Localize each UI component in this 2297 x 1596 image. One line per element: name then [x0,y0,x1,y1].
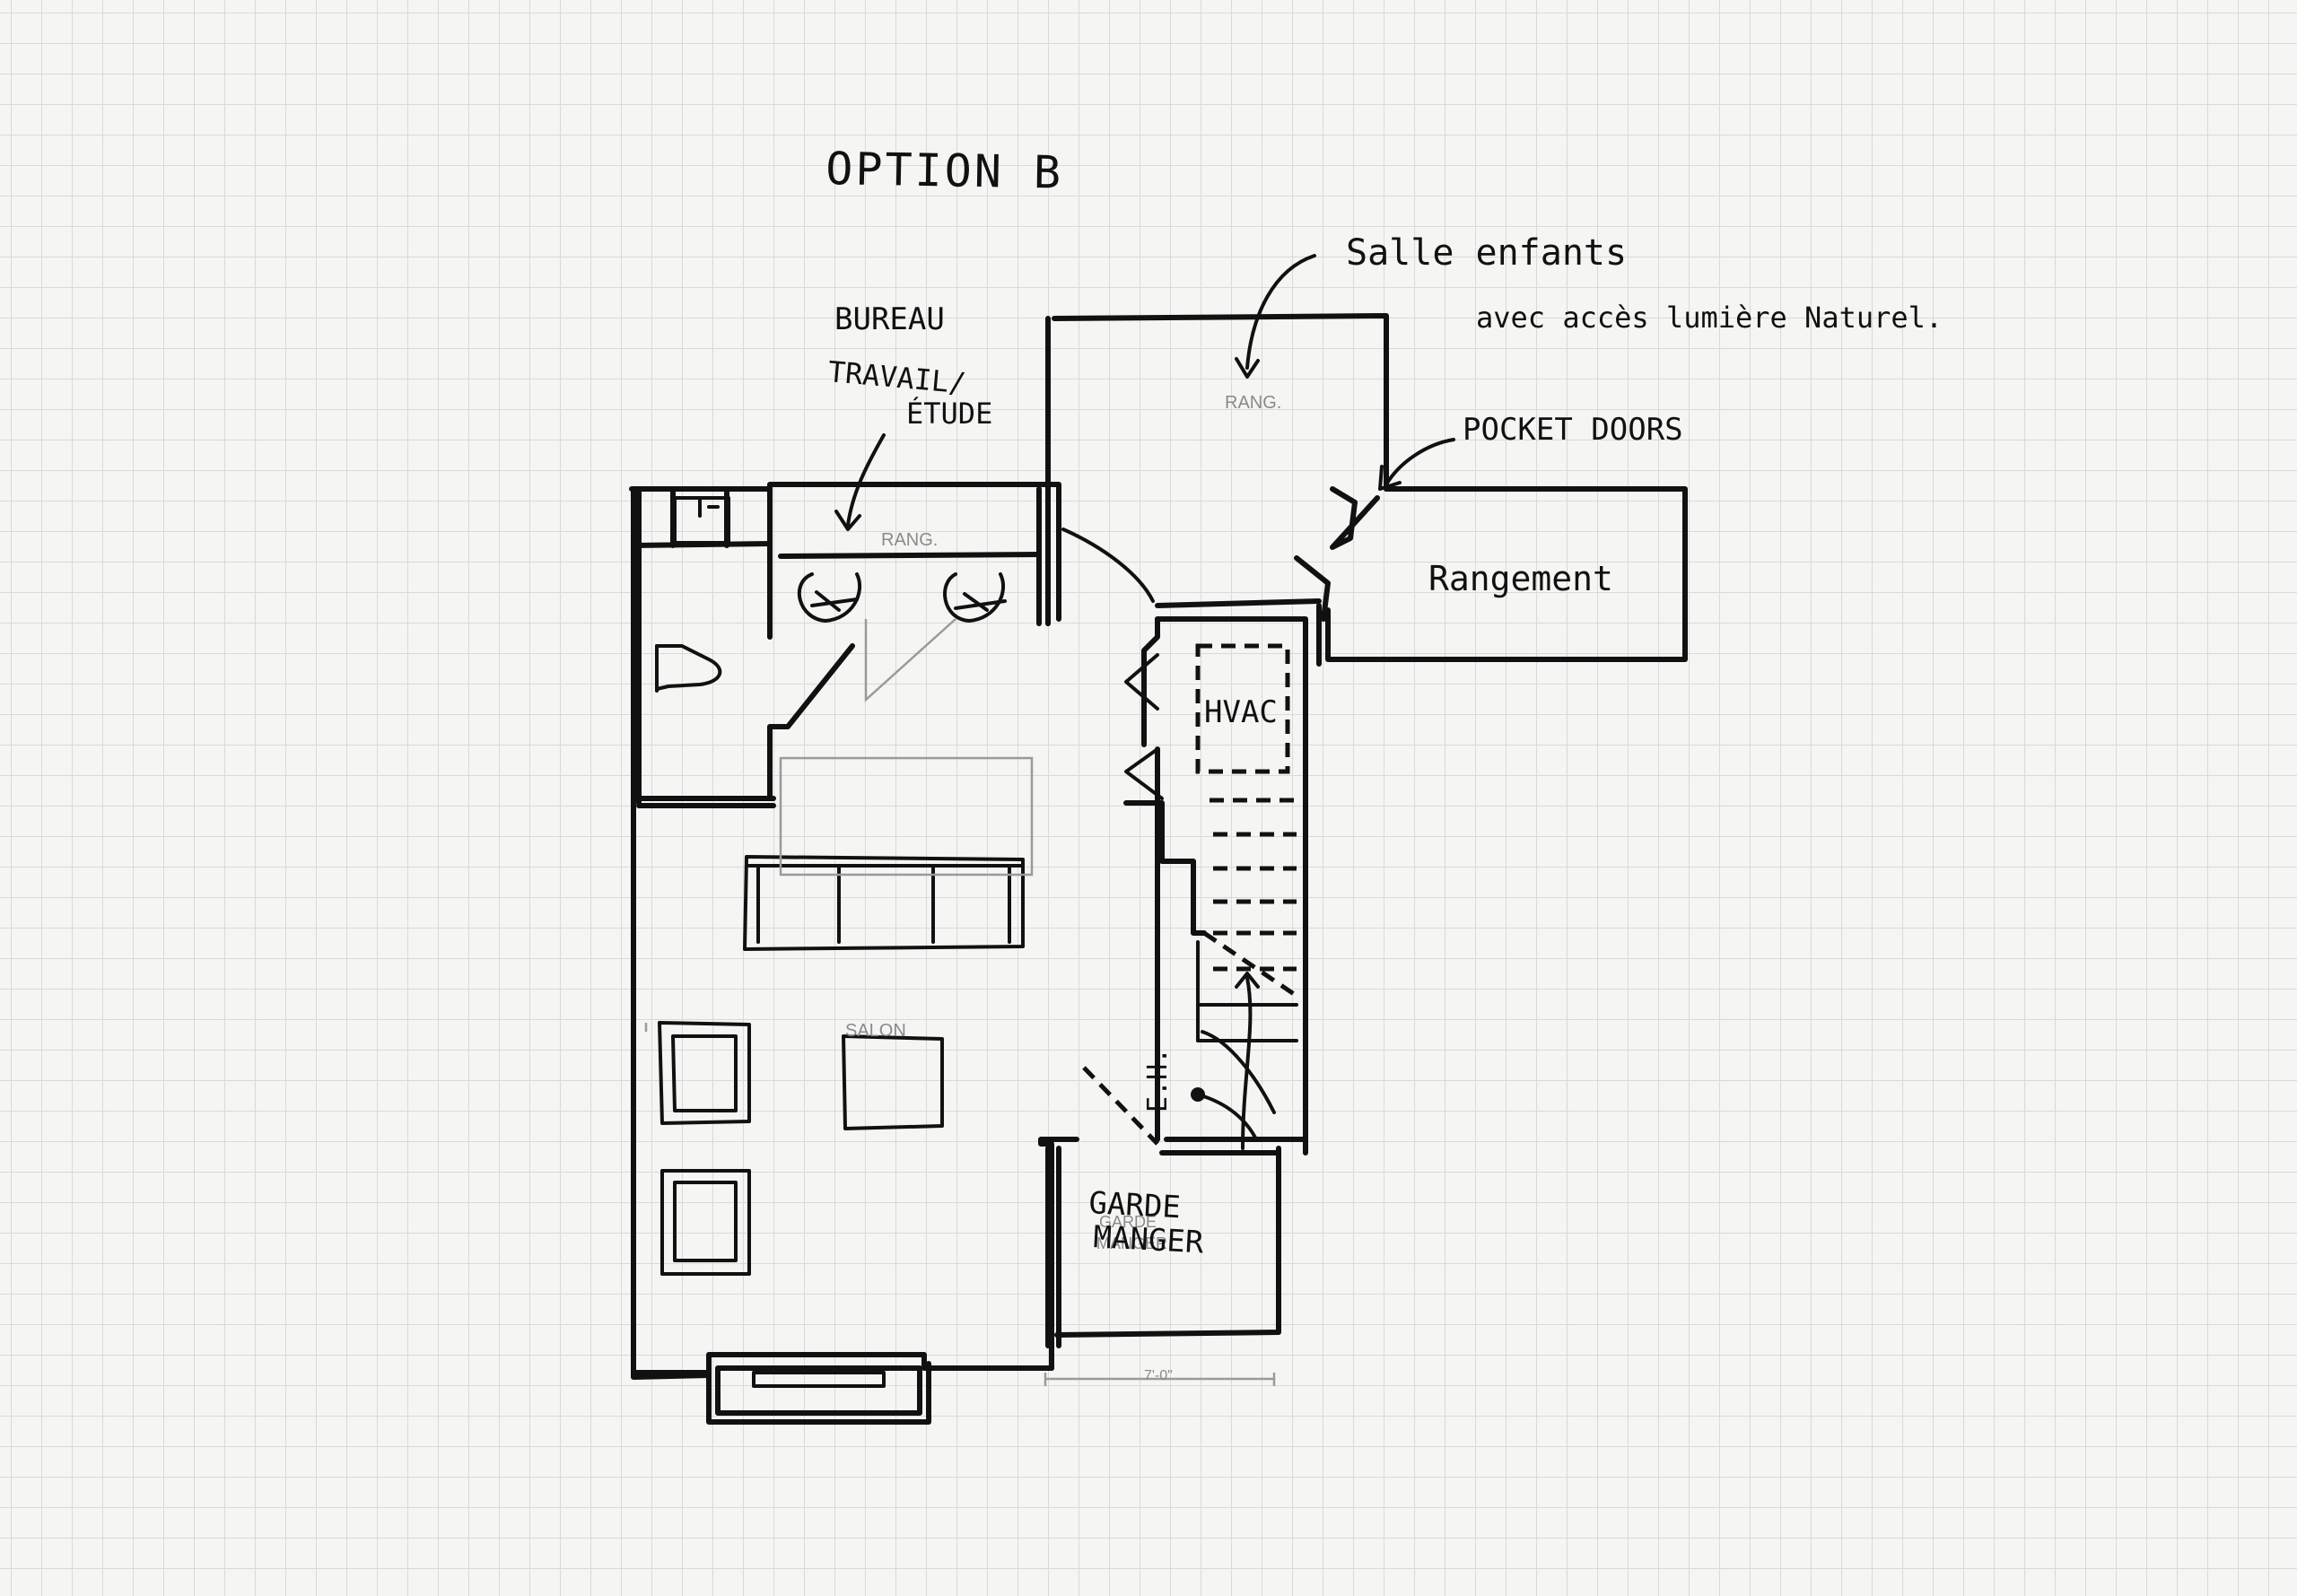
office-rang-label: RANG. [881,530,938,550]
salon-label: SALON [845,1021,906,1041]
eh-label: E.H. [1142,1048,1174,1112]
exterior-walls [629,313,1688,1425]
rangement-label: Rangement [1428,559,1613,598]
bureau-label: BUREAU [834,301,945,337]
door-swings [1124,653,1164,800]
dimension-label: 7'-0" [1144,1368,1173,1383]
armchairs [658,1021,751,1276]
kids-rang-label: RANG. [1225,393,1281,413]
travail-label: TRAVAIL/ [826,354,967,400]
etude-label: ÉTUDE [906,397,992,431]
cad-underlay [644,618,1276,1386]
annotation-arrows [834,254,1455,531]
coffee-table [842,1034,944,1130]
garde-manger-cad-label-2: MANGER [1096,1234,1167,1252]
hvac-label: HVAC [1204,694,1278,730]
salle-enfants-note: Salle enfants [1346,232,1627,274]
staircase [1082,643,1298,1150]
garde-manger-cad-label-1: GARDE [1099,1213,1157,1231]
manger-label: MANGER [1093,1219,1205,1260]
bathroom-fixtures [655,496,730,693]
sofa [743,855,1025,951]
pocket-doors-note: POCKET DOORS [1463,412,1683,448]
stair-start-dot [1191,1087,1205,1102]
sheet-title: OPTION B [825,143,1064,199]
lumiere-note: avec accès lumière Naturel. [1476,301,1943,335]
office-chairs [797,572,1007,623]
garde-label: GARDE [1088,1185,1182,1225]
